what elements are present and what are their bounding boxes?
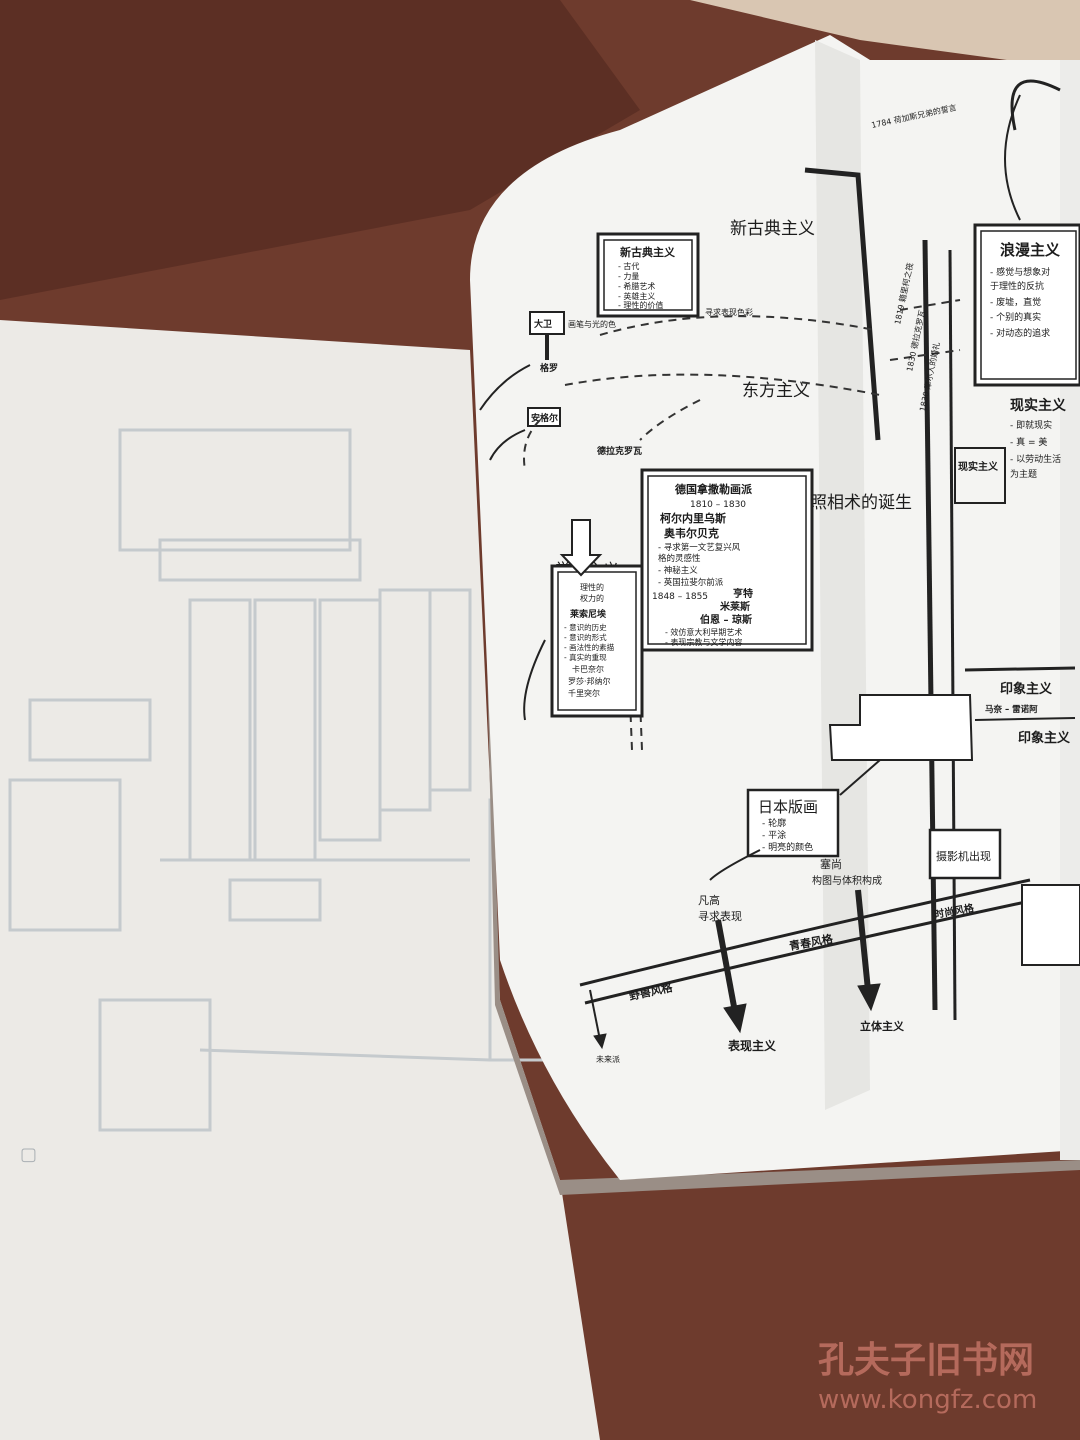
camera-inventor-box [828, 694, 974, 761]
romanticism-item-4: - 个别的真实 [990, 311, 1041, 323]
realism-margin-note: 现实主义 [958, 460, 999, 473]
table-shadow [0, 0, 640, 300]
german-nazarene-box: 德国拿撒勒画派 1810 – 1830 柯尔内里乌斯 奥韦尔贝克 - 寻求第一文… [640, 468, 814, 652]
artist-gros: 格罗 [540, 362, 558, 374]
watermark-url: www.kongfz.com [818, 1385, 1037, 1415]
artist-delacroix: 德拉克罗瓦 [597, 445, 642, 457]
neoclassicism-label: 新古典主义 [730, 219, 815, 239]
japanese-prints-item-3: - 明亮的颜色 [762, 841, 813, 853]
camera-invention-label: 摄影机出现 [936, 849, 991, 863]
cezanne-label: 塞尚 [820, 857, 842, 871]
academic-item-4: - 意识的历史 [564, 622, 607, 632]
patterned-cloth [690, 0, 1080, 70]
german-box-item2-2: - 表现宗教与文学内容 [665, 637, 742, 647]
romanticism-label: 浪漫主义 [1000, 241, 1060, 259]
romanticism-item-1: - 感觉与想象对 [990, 266, 1050, 278]
academic-item-2: 权力的 [580, 593, 604, 603]
german-box-years: 1810 – 1830 [690, 500, 746, 510]
academic-item-9: 罗莎·邦纳尔 [568, 676, 611, 686]
neoclassicism-item-3: - 希腊艺术 [618, 281, 655, 291]
japanese-prints-label: 日本版画 [758, 798, 818, 816]
flow-arcs [479, 94, 1021, 721]
dashed-arrows [523, 299, 961, 751]
japanese-prints-box: 日本版画 - 轮廓 - 平涂 - 明亮的颜色 [746, 788, 840, 858]
romanticism-box: 浪漫主义 - 感觉与想象对 于理性的反抗 - 废墟，直觉 - 个别的真实 - 对… [973, 223, 1080, 387]
academic-item-1: 理性的 [580, 582, 604, 592]
german-box-artist4: 米莱斯 [720, 600, 750, 613]
futurism-label: 未来派 [596, 1054, 620, 1064]
margin-note-2: 画笔与光的色 [568, 319, 616, 329]
german-box-item2-1: - 效仿意大利早期艺术 [665, 627, 742, 637]
academic-item-10: 千里突尔 [568, 688, 600, 698]
romanticism-item-3: - 废墟，直觉 [990, 296, 1041, 308]
impressionism-label-2: 印象主义 [1018, 730, 1071, 746]
realism-label: 现实主义 [1010, 397, 1066, 414]
cubism-label: 立体主义 [860, 1019, 905, 1033]
japanese-prints-item-2: - 平涂 [762, 829, 786, 841]
right-edge-box [1021, 884, 1080, 966]
neoclassicism-item-1: - 古代 [618, 261, 639, 271]
lower-style-band [579, 878, 1036, 1005]
german-box-years2: 1848 – 1855 [652, 592, 708, 602]
academic-item-8: 卡巴奈尔 [572, 664, 604, 674]
van-gogh-note: 寻求表现 [698, 909, 742, 923]
manet-row: 马奈 – 雷诺阿 [985, 704, 1038, 715]
margin-note-1: 寻求表现色彩 [705, 307, 753, 317]
realism-item-4: 为主题 [1010, 468, 1037, 480]
realism-small-box [954, 447, 1006, 504]
camera-invention-box: 摄影机出现 [928, 828, 1002, 880]
watermark: 孔夫子旧书网 www.kongfz.com [818, 1340, 1037, 1415]
japanese-prints-link [839, 759, 881, 796]
artist-david: 大卫 [534, 318, 552, 330]
academic-item-7: - 真实的重现 [564, 652, 607, 662]
watermark-brand: 孔夫子旧书网 [818, 1340, 1034, 1381]
academic-box: 理性的 权力的 莱索尼埃 - 意识的历史 - 意识的形式 - 画法性的素描 - … [550, 564, 644, 718]
german-box-item-2: 格的灵感性 [658, 553, 701, 564]
timeline-bars [804, 167, 938, 1011]
academic-item-6: - 画法性的素描 [564, 642, 615, 652]
realism-item-3: - 以劳动生活 [1010, 453, 1061, 465]
impressionism-area: 印象主义 马奈 – 雷诺阿 印象主义 [964, 666, 1076, 746]
romanticism-item-2: 于理性的反抗 [990, 280, 1044, 292]
german-box-item-1: - 寻求第一文艺复兴风 [658, 542, 741, 553]
german-box-artist2: 奥韦尔贝克 [663, 526, 719, 540]
german-box-artist1: 柯尔内里乌斯 [660, 511, 726, 525]
academic-item-3: 莱索尼埃 [570, 608, 607, 620]
neoclassicism-item-5: - 理性的价值 [618, 300, 663, 310]
german-box-item-4: - 英国拉斐尔前派 [658, 577, 724, 588]
cezanne-note: 构图与体积构成 [812, 874, 882, 887]
romanticism-item-5: - 对动态的追求 [990, 327, 1050, 339]
german-box-item-3: - 神秘主义 [658, 565, 698, 576]
neoclassicism-box: 新古典主义 - 古代 - 力量 - 希腊艺术 - 英雄主义 - 理性的价值 [596, 232, 700, 318]
big-arrows [589, 889, 881, 1050]
van-gogh-label: 凡高 [698, 893, 720, 907]
expressionism-label: 表现主义 [727, 1038, 777, 1053]
academic-item-5: - 意识的形式 [564, 632, 607, 642]
left-page-corner-mark: ▢ [20, 1144, 37, 1165]
artist-ingres: 安格尔 [531, 412, 558, 424]
realism-item-2: - 真 = 美 [1010, 436, 1047, 448]
impressionism-label: 印象主义 [1000, 681, 1053, 697]
german-box-artist3: 亨特 [733, 587, 753, 600]
neoclassicism-item-2: - 力量 [618, 271, 639, 281]
realism-item-1: - 即就现实 [1010, 419, 1052, 431]
german-box-title: 德国拿撒勒画派 [674, 482, 753, 496]
photography-birth-label: 照相术的诞生 [810, 493, 912, 513]
academic-down-arrow [559, 519, 603, 577]
neoclassicism-box-title: 新古典主义 [620, 245, 676, 259]
japanese-prints-item-1: - 轮廓 [762, 817, 786, 829]
orientalism-label: 东方主义 [742, 381, 810, 401]
neoclassicism-item-4: - 英雄主义 [618, 291, 655, 301]
german-box-artist5: 伯恩 – 琼斯 [700, 613, 752, 626]
japanese-to-vangogh-arrow [709, 849, 761, 881]
